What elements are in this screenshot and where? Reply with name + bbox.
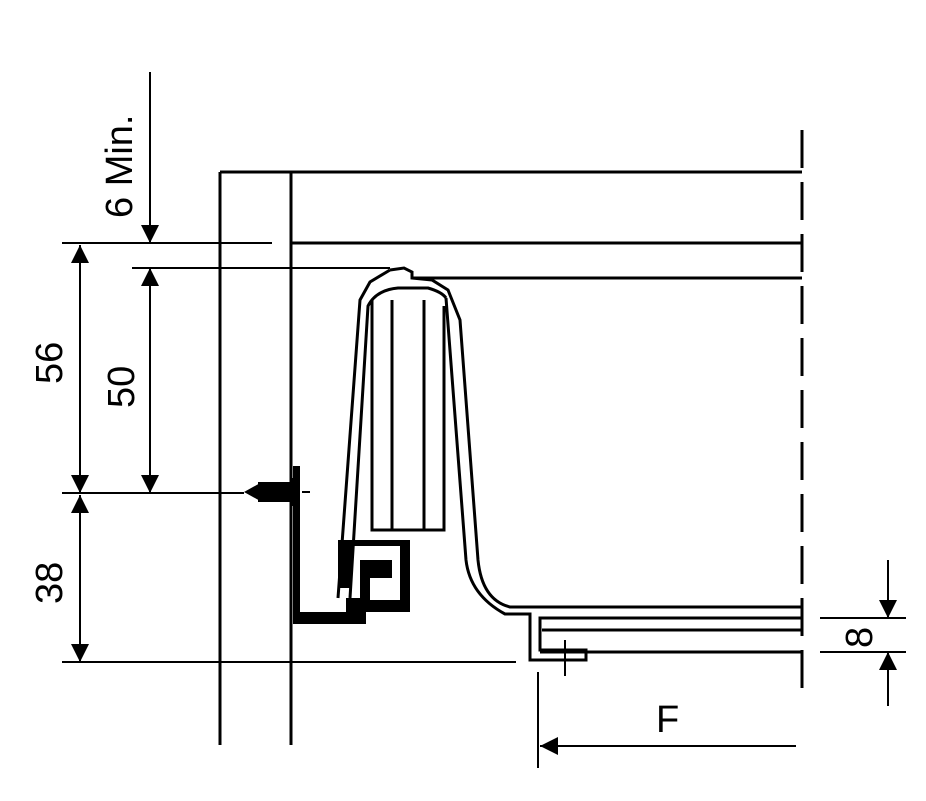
label-38: 38 bbox=[29, 562, 71, 604]
label-8: 8 bbox=[839, 627, 881, 648]
label-6-min: 6 Min. bbox=[99, 115, 141, 218]
label-F: F bbox=[656, 699, 679, 741]
screw-icon bbox=[244, 478, 310, 506]
label-50: 50 bbox=[101, 366, 143, 408]
runner-cover bbox=[370, 300, 446, 532]
label-56: 56 bbox=[29, 342, 71, 384]
drawer-side-profile bbox=[336, 266, 802, 662]
cabinet-side-panel bbox=[218, 172, 293, 745]
runner-rail bbox=[293, 466, 410, 624]
top-panel bbox=[220, 170, 802, 245]
extension-lines bbox=[62, 242, 906, 768]
